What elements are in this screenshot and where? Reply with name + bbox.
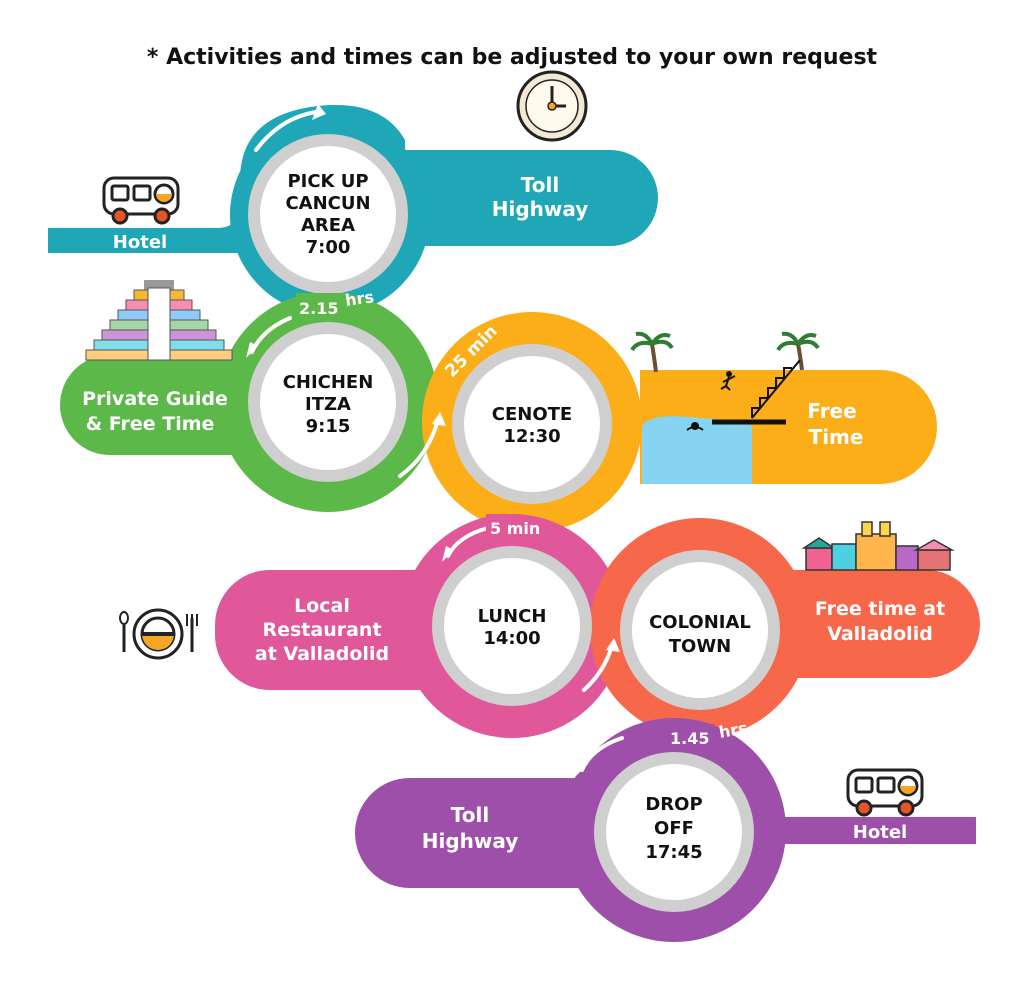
toll-bottom-line2: Highway	[422, 829, 519, 853]
arrow-icon	[398, 418, 440, 478]
leg4-duration-number: 1.45	[670, 729, 709, 748]
dropoff-line2: OFF	[654, 818, 694, 839]
arrowhead-icon	[246, 342, 258, 358]
dropoff-line1: DROP	[645, 794, 702, 815]
stop-lunch: LUNCH 14:00	[432, 546, 592, 706]
toll-top-line2: Highway	[492, 197, 589, 221]
restaurant-line2: Restaurant	[262, 619, 381, 641]
free-time-line2: Time	[809, 425, 864, 449]
valladolid-line2: Valladolid	[827, 623, 933, 645]
pickup-time: 7:00	[306, 237, 351, 258]
pickup-line1: PICK UP	[287, 171, 368, 192]
arrowhead-icon	[576, 760, 588, 776]
dropoff-time: 17:45	[645, 842, 702, 863]
leg4-duration-unit: hrs	[717, 718, 749, 742]
toll-top-line1: Toll	[521, 173, 559, 197]
stop-chichen-itza: CHICHEN ITZA 9:15	[248, 322, 408, 482]
colonial-line2: TOWN	[669, 636, 732, 657]
stop-dropoff: DROP OFF 17:45	[594, 752, 754, 912]
palm-tree-icon	[630, 331, 674, 373]
free-time-line1: Free	[807, 399, 856, 423]
cenote-icon	[642, 359, 801, 484]
leg1-duration-unit: hrs	[344, 287, 375, 310]
arrowhead-icon	[606, 638, 620, 652]
stop-cenote: CENOTE 12:30	[452, 344, 612, 504]
hotel-end-label: Hotel	[853, 822, 907, 843]
arrowhead-icon	[312, 104, 326, 120]
pyramid-icon	[85, 280, 233, 361]
pickup-line2: CANCUN	[285, 193, 370, 214]
bus-icon	[846, 768, 924, 817]
chichen-line2: ITZA	[305, 394, 351, 415]
toll-bottom-line1: Toll	[451, 803, 489, 827]
arrowhead-icon	[442, 546, 454, 562]
stop-colonial-town: COLONIAL TOWN	[620, 550, 780, 710]
valladolid-line1: Free time at	[815, 598, 945, 620]
arrow-heads	[246, 104, 620, 776]
plate-icon	[119, 608, 198, 660]
palm-tree-icon	[776, 331, 820, 371]
clock-icon	[516, 70, 588, 142]
arrowhead-icon	[432, 412, 446, 426]
leg3-duration: 5 min	[490, 519, 540, 538]
colonial-line1: COLONIAL	[649, 612, 751, 633]
lunch-time: 14:00	[483, 628, 540, 649]
page-title: * Activities and times can be adjusted t…	[147, 45, 878, 70]
pickup-line3: AREA	[301, 215, 355, 236]
cenote-time: 12:30	[503, 426, 560, 447]
restaurant-line3: at Valladolid	[255, 643, 389, 665]
guide-line1: Private Guide	[82, 388, 228, 410]
lunch-line1: LUNCH	[478, 606, 547, 627]
chichen-line1: CHICHEN	[283, 372, 374, 393]
leg1-duration-number: 2.15	[299, 299, 338, 318]
restaurant-line1: Local	[294, 595, 350, 617]
chichen-time: 9:15	[306, 416, 351, 437]
arrow-icon	[254, 110, 318, 152]
bus-icon	[102, 176, 180, 225]
guide-line2: & Free Time	[86, 413, 215, 435]
stop-pickup: PICK UP CANCUN AREA 7:00	[248, 134, 408, 294]
cenote-line1: CENOTE	[492, 404, 572, 425]
hotel-start-label: Hotel	[113, 232, 167, 253]
town-icon	[801, 521, 955, 571]
